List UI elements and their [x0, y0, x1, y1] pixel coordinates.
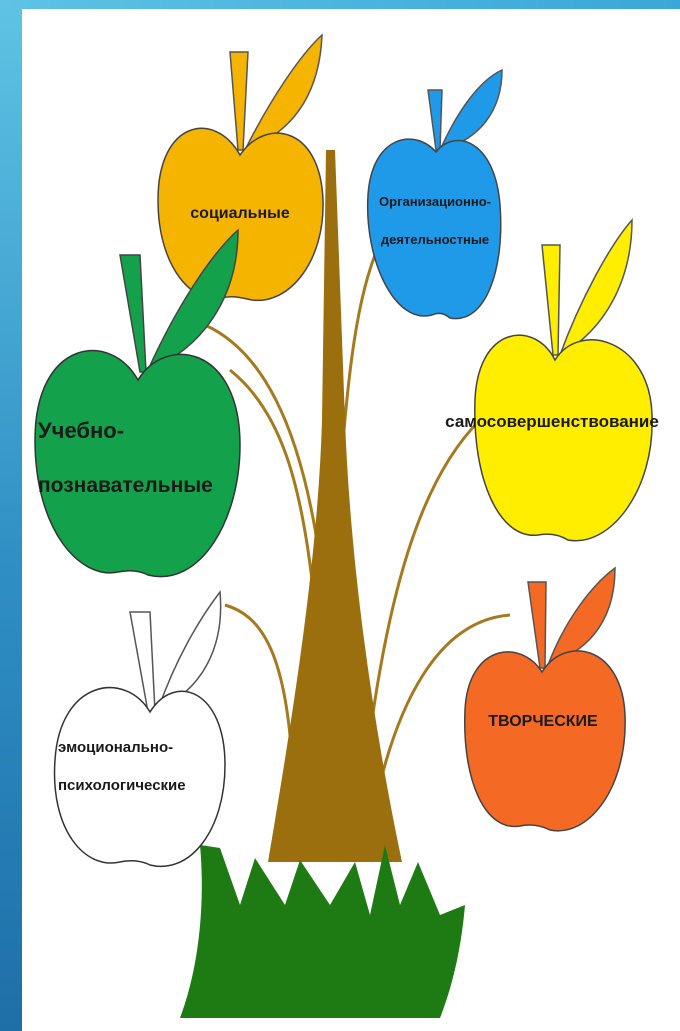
apple-org: Организационно- деятельностные — [368, 70, 502, 319]
branch-emo — [225, 605, 292, 760]
apple-creative-body — [465, 651, 625, 831]
apple-social: социальные — [158, 35, 323, 300]
apple-creative: ТВОРЧЕСКИЕ — [465, 568, 625, 831]
apple-org-label-1: деятельностные — [381, 232, 489, 247]
apple-org-leaf — [440, 70, 502, 150]
apple-org-stem — [428, 90, 442, 150]
apple-self-leaf — [560, 220, 632, 355]
apple-study-body — [35, 351, 240, 577]
apple-self-label-0: самосовершенствование — [445, 412, 659, 431]
apple-creative-label-0: ТВОРЧЕСКИЕ — [488, 713, 598, 730]
apple-study-stem — [120, 255, 146, 372]
apple-emo-label-0: эмоционально- — [58, 739, 173, 756]
apple-study-label-1: познавательные — [38, 474, 213, 497]
apple-social-label-0: социальные — [190, 205, 290, 222]
branch-study — [230, 370, 312, 580]
apple-org-body — [368, 139, 501, 318]
apple-self-stem — [542, 245, 560, 355]
grass — [180, 845, 465, 1018]
apple-social-leaf — [245, 35, 322, 150]
apple-emo-label-1: психологические — [58, 777, 186, 794]
apple-org-label-0: Организационно- — [379, 194, 491, 209]
apple-study: Учебно- познавательные — [35, 230, 240, 577]
apple-creative-stem — [528, 582, 546, 668]
apple-study-label-0: Учебно- — [38, 418, 124, 443]
apple-social-stem — [230, 52, 248, 150]
apple-self-body — [475, 335, 652, 541]
apple-emo: эмоционально- психологические — [55, 592, 225, 866]
branch-self — [372, 420, 480, 720]
